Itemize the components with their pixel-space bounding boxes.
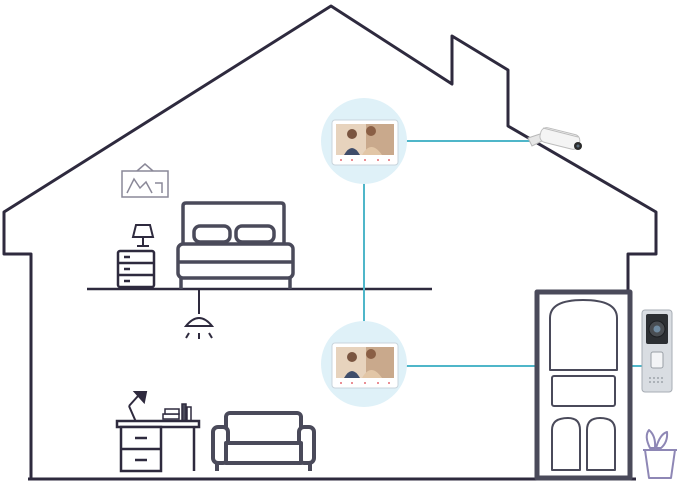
house-outline: [2, 4, 658, 478]
lower-monitor-icon: [321, 321, 407, 407]
front-door-icon: [534, 289, 633, 481]
lamp-icon: [131, 224, 155, 247]
bullet-camera-icon: [527, 127, 582, 150]
door-station-icon: [641, 309, 673, 393]
desk-icon: [115, 419, 201, 473]
sofa-icon: [211, 411, 316, 471]
upper-monitor-icon: [321, 98, 407, 184]
ceiling-light-icon: [183, 290, 215, 339]
nightstand-icon: [116, 249, 156, 289]
desk-lamp-icon: [128, 391, 148, 423]
picture-frame-icon: [121, 163, 169, 198]
books-icon: [162, 403, 192, 422]
plant-pot-icon: [643, 429, 677, 479]
bed-icon: [176, 201, 295, 289]
